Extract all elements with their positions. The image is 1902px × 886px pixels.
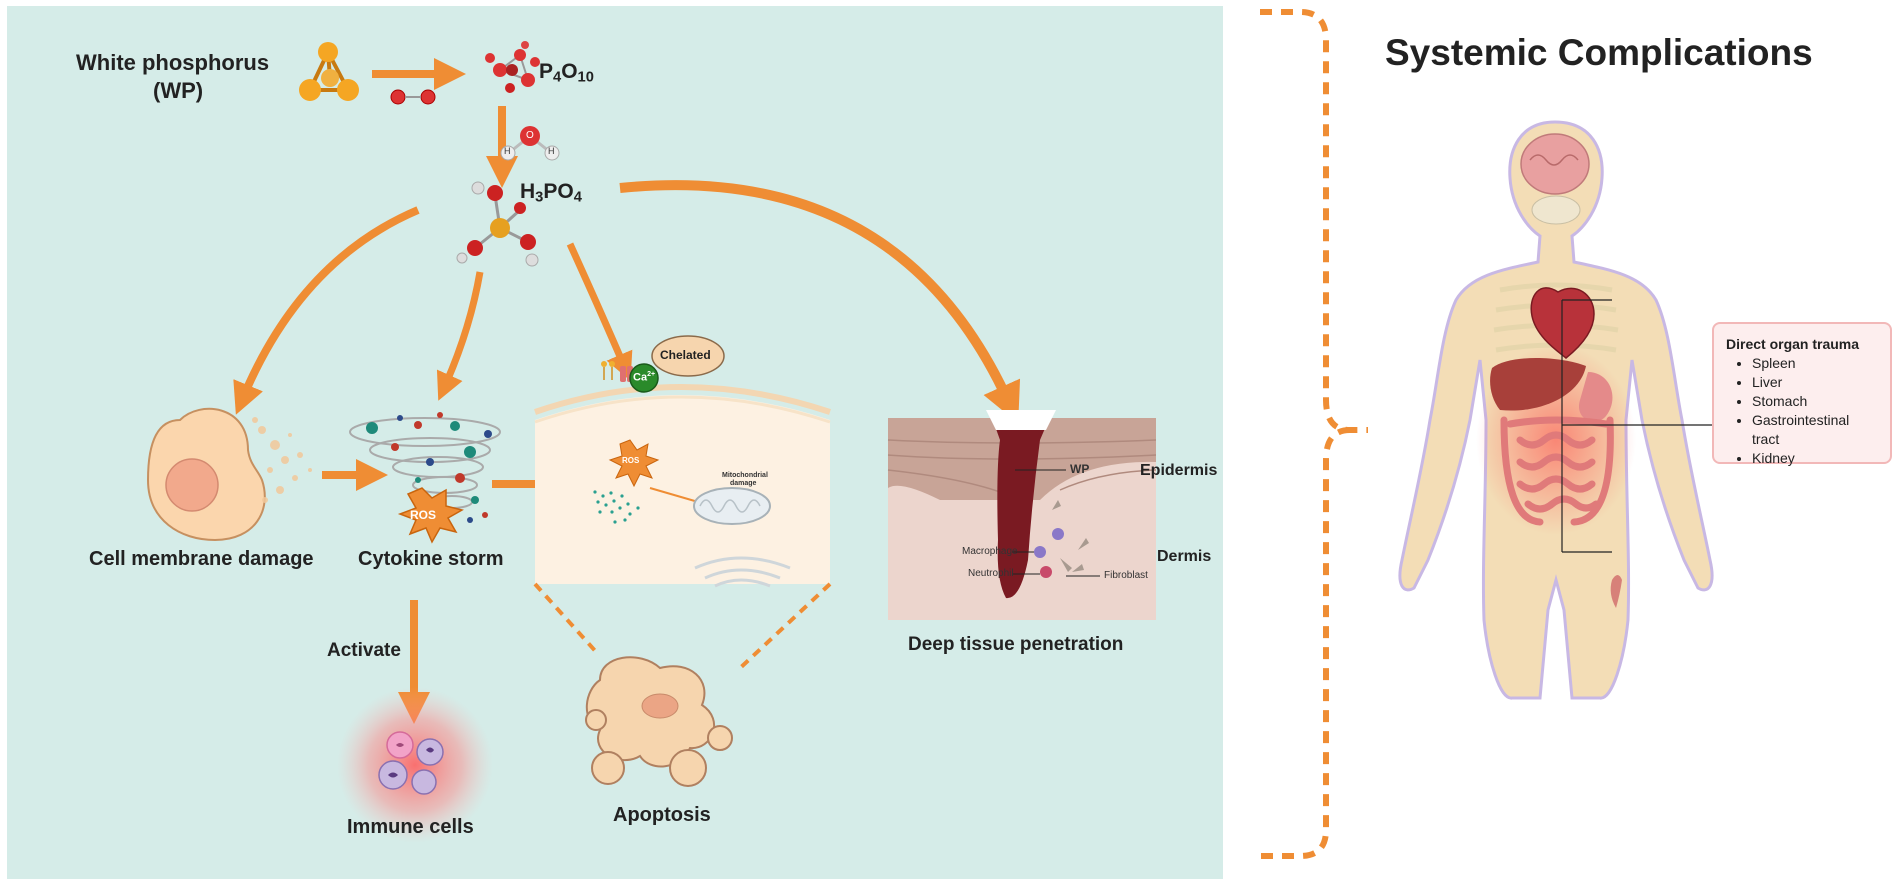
arrow-to-tissue [619,180,1021,424]
mitochondrion-icon [693,487,771,525]
bracket-divider [1260,9,1368,859]
ros-small-icon [608,439,660,488]
h3po4-label: H3PO4 [520,180,582,206]
macrophage-label: Macrophage [962,546,1018,557]
immune-cells-label: Immune cells [347,816,474,838]
ion-channel-icon [601,361,633,382]
oxygen-molecule-icon [390,89,436,105]
deep-tissue-label: Deep tissue penetration [908,634,1124,655]
wp-label-line1: White phosphorus [76,50,270,75]
skin-section-icon [887,410,1157,620]
human-body-icon [1398,120,1714,700]
ros-particles-icon [593,490,640,524]
arrow-to-calcium [566,242,633,381]
dermis-label: Dermis [1157,548,1212,565]
chelated-bubble [651,335,725,377]
p4o10-label: P4O10 [539,60,594,86]
calcium-label: Ca2+ [633,371,656,384]
water-o-label: O [526,130,534,141]
zoom-line-right [736,582,832,672]
h3po4-molecule-icon [456,181,539,267]
systemic-title: Systemic Complications [1385,32,1813,73]
organ-item-spleen: Spleen [1752,354,1880,373]
wp-label-line2: (WP) [153,78,204,103]
apoptotic-cell-icon [585,656,733,787]
water-molecule-icon [500,126,560,161]
organ-item-stomach: Stomach [1752,392,1880,411]
fibroblast-label: Fibroblast [1104,570,1148,581]
ros-small-label: ROS [622,456,640,465]
organ-item-kidney: Kidney [1752,449,1880,468]
calcium-ion-icon [629,363,659,393]
endoplasmic-reticulum-icon [694,556,791,588]
arrow-to-membrane [233,206,420,415]
immune-cells-icon [337,687,493,843]
chelated-label: Chelated [660,348,711,362]
wp-wound-label: WP [1070,462,1090,476]
cell-membrane-damage-label: Cell membrane damage [89,548,314,570]
organ-box-title: Direct organ trauma [1726,336,1860,352]
wp-molecule-icon [299,42,359,101]
organ-item-liver: Liver [1752,373,1880,392]
damaged-cell-icon [146,407,312,542]
p4o10-molecule-icon [485,41,540,93]
organ-list: Spleen Liver Stomach Gastrointestinal tr… [1726,354,1880,468]
epidermis-label: Epidermis [1140,462,1218,479]
activate-label: Activate [327,640,401,661]
mito-label-line2: damage [730,480,757,487]
organ-trauma-box: Direct organ trauma Spleen Liver Stomach… [1712,322,1892,466]
water-h-right-label: H [548,146,555,156]
cytokine-storm-label: Cytokine storm [358,548,504,570]
mito-label-line1: Mitochondrial [722,472,768,479]
zoom-line-left [533,582,600,656]
cytokine-storm-icon [349,412,501,544]
water-h-left-label: H [504,146,511,156]
apoptosis-label: Apoptosis [613,804,711,826]
neutrophil-label: Neutrophil [968,568,1014,579]
arrow-to-cytokine [436,271,484,401]
ros-label: ROS [410,508,437,522]
organ-item-gi-tract: Gastrointestinal tract [1752,411,1880,449]
cell-interior-panel [534,361,831,588]
